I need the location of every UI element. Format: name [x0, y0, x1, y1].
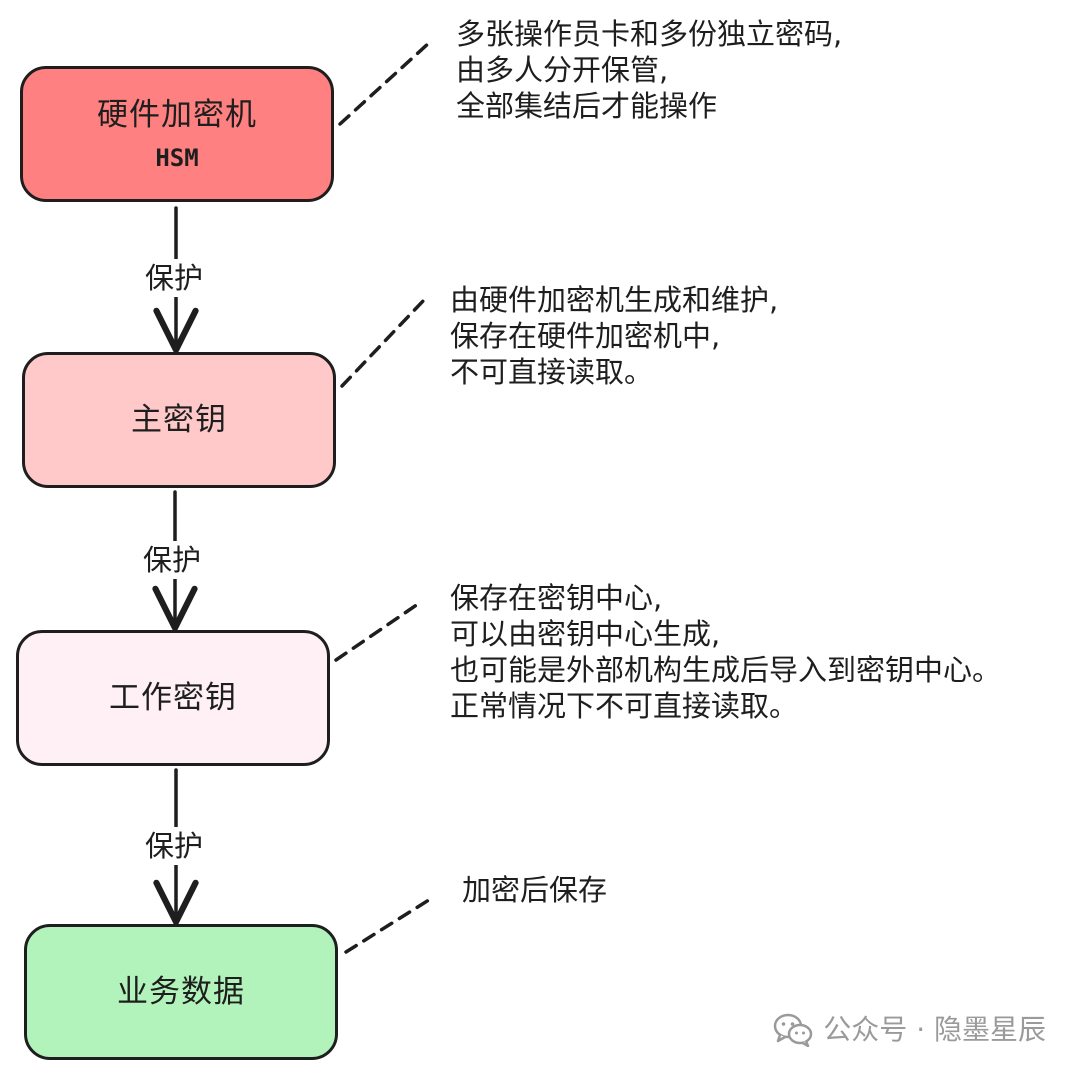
wechat-icon	[774, 1013, 813, 1047]
watermark: 公众号 · 隐墨星辰	[773, 1010, 1046, 1050]
work-key-note-line: 可以由密钥中心生成,	[450, 617, 721, 651]
edge-label-hsm-to-master-key: 保护	[141, 259, 208, 297]
hsm-node: 硬件加密机 HSM	[20, 66, 334, 202]
dashed-link-hsm-note	[338, 40, 432, 126]
hsm-note-line: 由多人分开保管,	[456, 53, 669, 87]
hsm-note-line: 多张操作员卡和多份独立密码,	[456, 17, 843, 51]
work-key-note: 保存在密钥中心, 可以由密钥中心生成, 也可能是外部机构生成后导入到密钥中心。 …	[450, 580, 1001, 724]
hsm-note-line: 全部集结后才能操作	[456, 89, 718, 123]
dashed-link-business-data-note	[344, 896, 434, 954]
business-data-note: 加密后保存	[462, 872, 607, 908]
edge-label-master-key-to-work-key: 保护	[139, 541, 206, 579]
business-data-node-label: 业务数据	[117, 974, 245, 1010]
business-data-note-line: 加密后保存	[462, 873, 608, 907]
hsm-note: 多张操作员卡和多份独立密码, 由多人分开保管, 全部集结后才能操作	[456, 16, 842, 124]
master-key-node: 主密钥	[22, 352, 336, 488]
master-key-note-line: 不可直接读取。	[450, 355, 654, 389]
work-key-node-label: 工作密钥	[109, 680, 237, 716]
master-key-note-line: 由硬件加密机生成和维护,	[450, 283, 779, 317]
business-data-node: 业务数据	[24, 924, 338, 1060]
watermark-text: 公众号 · 隐墨星辰	[823, 1013, 1046, 1046]
master-key-node-label: 主密钥	[131, 402, 227, 438]
work-key-note-line: 也可能是外部机构生成后导入到密钥中心。	[450, 653, 1002, 687]
hsm-node-label: 硬件加密机	[97, 97, 257, 133]
dashed-link-work-key-note	[334, 602, 420, 662]
edge-label-work-key-to-business-data: 保护	[141, 827, 208, 865]
hsm-node-sublabel: HSM	[155, 144, 199, 172]
work-key-node: 工作密钥	[16, 630, 330, 766]
work-key-note-line: 正常情况下不可直接读取。	[450, 689, 799, 723]
dashed-link-master-key-note	[340, 298, 426, 388]
work-key-note-line: 保存在密钥中心,	[450, 581, 663, 615]
master-key-note: 由硬件加密机生成和维护, 保存在硬件加密机中, 不可直接读取。	[450, 282, 778, 390]
master-key-note-line: 保存在硬件加密机中,	[450, 319, 721, 353]
